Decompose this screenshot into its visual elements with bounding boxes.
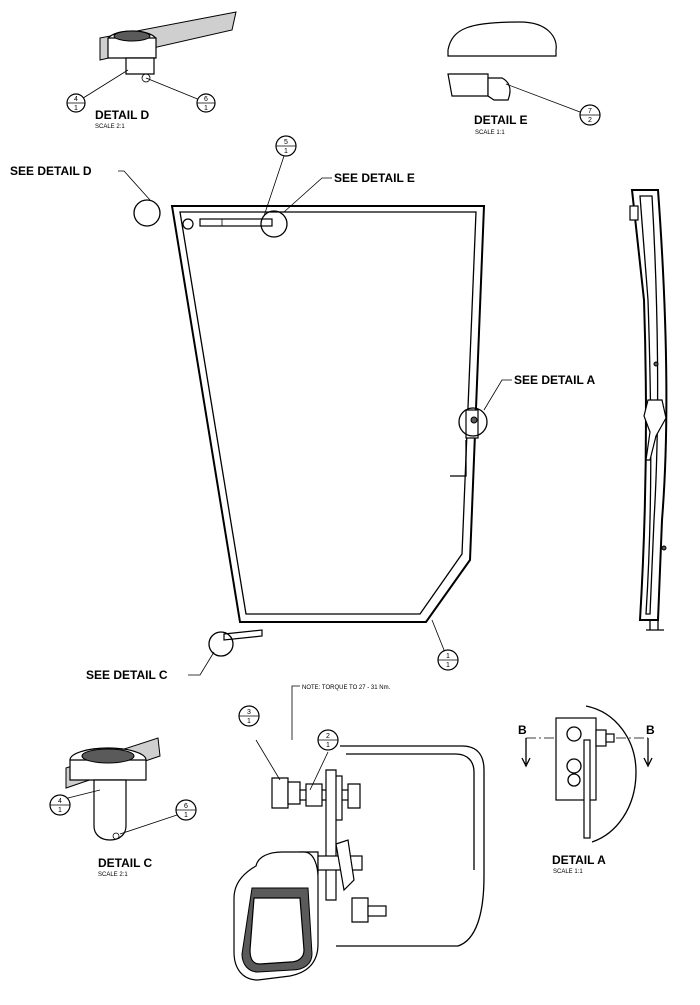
section-b-right-label: B bbox=[646, 723, 655, 737]
detail-e-scale: SCALE 1:1 bbox=[475, 130, 505, 136]
svg-text:1: 1 bbox=[446, 653, 450, 660]
svg-text:1: 1 bbox=[326, 742, 330, 749]
svg-text:2: 2 bbox=[588, 117, 592, 124]
door-frame-view bbox=[170, 205, 486, 661]
see-detail-c-label: SEE DETAIL C bbox=[86, 668, 168, 682]
svg-text:1: 1 bbox=[58, 807, 62, 814]
detail-d-marker bbox=[133, 199, 161, 227]
svg-text:7: 7 bbox=[588, 108, 592, 115]
detail-d-title: DETAIL D bbox=[95, 108, 150, 122]
see-detail-a-label: SEE DETAIL A bbox=[514, 373, 595, 387]
svg-text:5: 5 bbox=[284, 139, 288, 146]
see-detail-d-label: SEE DETAIL D bbox=[10, 164, 92, 178]
svg-text:2: 2 bbox=[326, 733, 330, 740]
detail-c-scale: SCALE 2:1 bbox=[98, 872, 128, 878]
balloon-s-2: 21 bbox=[317, 729, 339, 751]
svg-text:1: 1 bbox=[204, 105, 208, 112]
svg-text:1: 1 bbox=[184, 812, 188, 819]
detail-d-view: DETAIL D SCALE 2:1 bbox=[79, 11, 237, 130]
door-side-view bbox=[629, 189, 668, 631]
balloon-main-1: 11 bbox=[437, 649, 459, 671]
detail-c-view: DETAIL C SCALE 2:1 bbox=[59, 737, 181, 878]
detail-c-title: DETAIL C bbox=[98, 856, 153, 870]
see-detail-e-label: SEE DETAIL E bbox=[334, 171, 415, 185]
balloon-main-5: 51 bbox=[263, 135, 297, 217]
detail-e-marker bbox=[260, 210, 288, 238]
balloon-d-4: 41 bbox=[66, 93, 86, 113]
svg-text:4: 4 bbox=[58, 798, 62, 805]
svg-text:1: 1 bbox=[247, 718, 251, 725]
svg-text:3: 3 bbox=[247, 709, 251, 716]
balloon-s-3: 31 bbox=[238, 705, 260, 727]
svg-text:6: 6 bbox=[204, 96, 208, 103]
detail-a-marker bbox=[458, 407, 488, 437]
balloon-d-6: 61 bbox=[196, 93, 216, 113]
detail-a-title: DETAIL A bbox=[552, 853, 606, 867]
balloon-c-4: 41 bbox=[49, 794, 71, 816]
detail-e-view: DETAIL E SCALE 1:1 bbox=[447, 21, 581, 136]
svg-text:1: 1 bbox=[446, 662, 450, 669]
torque-note: NOTE: TORQUE TO 27 - 31 Nm. bbox=[302, 685, 391, 691]
detail-c-marker bbox=[208, 631, 234, 657]
balloon-c-6: 61 bbox=[175, 799, 197, 821]
see-detail-callouts: SEE DETAIL D SEE DETAIL E SEE DETAIL A S… bbox=[10, 164, 595, 682]
detail-a-view: B B DETAIL A SCALE 1:1 bbox=[518, 705, 655, 875]
detail-d-scale: SCALE 2:1 bbox=[95, 124, 125, 130]
svg-text:1: 1 bbox=[284, 148, 288, 155]
svg-text:1: 1 bbox=[74, 105, 78, 112]
section-b-left-label: B bbox=[518, 723, 527, 737]
svg-text:4: 4 bbox=[74, 96, 78, 103]
detail-e-title: DETAIL E bbox=[474, 113, 528, 127]
section-view: NOTE: TORQUE TO 27 - 31 Nm. bbox=[233, 685, 485, 981]
balloon-e-7: 72 bbox=[579, 104, 601, 126]
detail-a-scale: SCALE 1:1 bbox=[553, 869, 583, 875]
svg-text:6: 6 bbox=[184, 803, 188, 810]
detail-markers bbox=[133, 199, 488, 657]
item-balloons: 41 61 72 51 11 41 61 31 bbox=[49, 93, 601, 821]
